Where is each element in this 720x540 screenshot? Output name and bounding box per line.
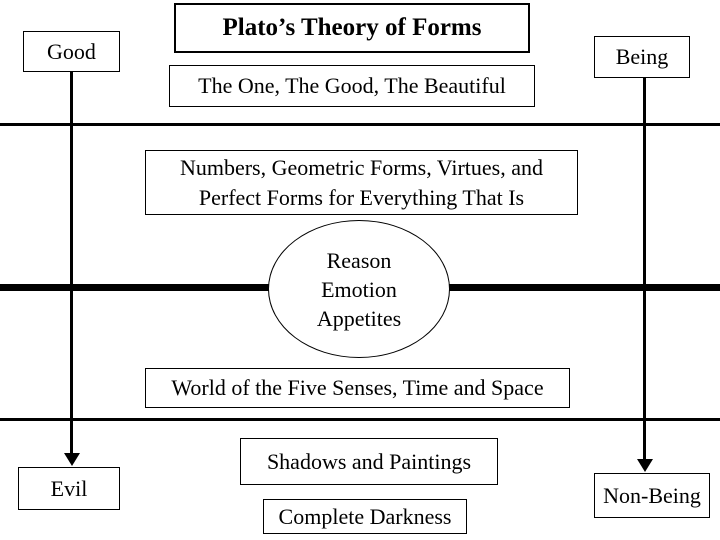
- world-of-senses-label: World of the Five Senses, Time and Space: [171, 375, 544, 400]
- perfect-forms-label-line2: Perfect Forms for Everything That Is: [198, 184, 525, 210]
- being-to-nonbeing-axis-line: [643, 78, 646, 461]
- world-of-senses-node: World of the Five Senses, Time and Space: [145, 368, 570, 408]
- one-good-beautiful-label: The One, The Good, The Beautiful: [198, 73, 506, 98]
- divider-line-top: [0, 123, 720, 126]
- perfect-forms-label-line1: Numbers, Geometric Forms, Virtues, and: [179, 154, 544, 180]
- soul-ellipse-node: Reason Emotion Appetites: [268, 220, 450, 358]
- soul-reason-label: Reason: [326, 247, 392, 273]
- shadows-paintings-node: Shadows and Paintings: [240, 438, 498, 485]
- good-node: Good: [23, 31, 120, 72]
- being-label: Being: [615, 44, 669, 69]
- perfect-forms-node: Numbers, Geometric Forms, Virtues, and P…: [145, 150, 578, 215]
- shadows-paintings-label: Shadows and Paintings: [266, 448, 472, 474]
- one-good-beautiful-node: The One, The Good, The Beautiful: [169, 65, 535, 107]
- good-label: Good: [47, 38, 96, 64]
- complete-darkness-label: Complete Darkness: [278, 503, 452, 529]
- evil-node: Evil: [18, 467, 120, 510]
- diagram-title: Plato’s Theory of Forms: [174, 3, 530, 53]
- being-node: Being: [594, 36, 690, 78]
- diagram-title-label: Plato’s Theory of Forms: [222, 14, 482, 41]
- complete-darkness-node: Complete Darkness: [263, 499, 467, 534]
- non-being-label: Non-Being: [603, 482, 701, 508]
- down-arrowhead-left-icon: [63, 453, 80, 466]
- soul-emotion-label: Emotion: [321, 276, 397, 302]
- soul-appetites-label: Appetites: [316, 305, 402, 331]
- divider-line-bottom: [0, 418, 720, 421]
- good-to-evil-axis-line: [70, 72, 73, 455]
- evil-label: Evil: [50, 475, 88, 501]
- non-being-node: Non-Being: [594, 473, 710, 518]
- down-arrowhead-right-icon: [636, 459, 653, 472]
